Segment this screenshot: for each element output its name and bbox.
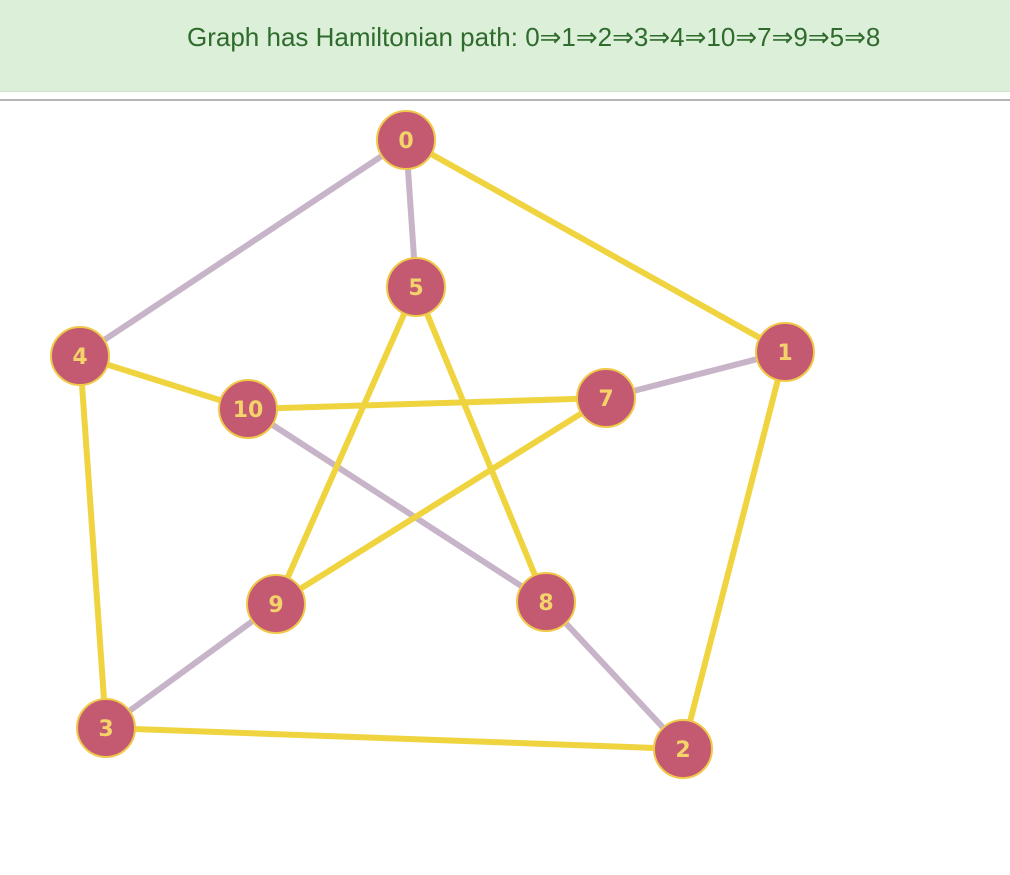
edge-7-1 [603, 349, 788, 401]
edge-8-2 [543, 599, 686, 752]
node-circle [653, 719, 713, 779]
node-3[interactable]: 3 [76, 698, 136, 758]
edge-7-9 [273, 395, 609, 607]
node-label: 3 [98, 717, 113, 742]
node-4[interactable]: 4 [50, 326, 110, 386]
node-circle [218, 379, 278, 439]
node-2[interactable]: 2 [653, 719, 713, 779]
edge-10-7 [245, 395, 609, 412]
edge-2-3 [103, 725, 686, 752]
node-label: 5 [408, 276, 423, 301]
node-label: 9 [268, 593, 283, 618]
node-circle [376, 110, 436, 170]
divider [0, 99, 1010, 101]
node-circle [516, 572, 576, 632]
edge-5-8 [413, 284, 549, 605]
node-0[interactable]: 0 [376, 110, 436, 170]
node-7[interactable]: 7 [576, 368, 636, 428]
node-label: 0 [398, 129, 413, 154]
node-9[interactable]: 9 [246, 574, 306, 634]
node-1[interactable]: 1 [755, 322, 815, 382]
node-label: 2 [675, 738, 690, 763]
edge-3-4 [77, 353, 109, 731]
node-label: 8 [538, 591, 553, 616]
hamiltonian-path-message: Graph has Hamiltonian path: 0⇒1⇒2⇒3⇒4⇒10… [187, 22, 881, 52]
node-circle [246, 574, 306, 634]
node-circle [50, 326, 110, 386]
node-5[interactable]: 5 [386, 257, 446, 317]
node-circle [76, 698, 136, 758]
node-label: 1 [777, 341, 792, 366]
edge-0-1 [403, 137, 788, 355]
node-label: 4 [72, 345, 87, 370]
graph-nodes: 0 1 2 3 4 5 7 8 9 10 [50, 110, 815, 779]
edge-9-3 [103, 601, 279, 731]
edge-0-4 [77, 137, 409, 359]
node-label: 7 [598, 387, 613, 412]
node-circle [576, 368, 636, 428]
edge-1-2 [680, 349, 788, 752]
node-10[interactable]: 10 [218, 379, 278, 439]
node-label: 10 [233, 398, 264, 423]
result-banner: Graph has Hamiltonian path: 0⇒1⇒2⇒3⇒4⇒10… [0, 0, 1010, 92]
edge-10-8 [245, 406, 549, 605]
edge-9-5 [273, 284, 419, 607]
node-circle [386, 257, 446, 317]
node-8[interactable]: 8 [516, 572, 576, 632]
graph-edges [77, 137, 788, 752]
node-circle [755, 322, 815, 382]
